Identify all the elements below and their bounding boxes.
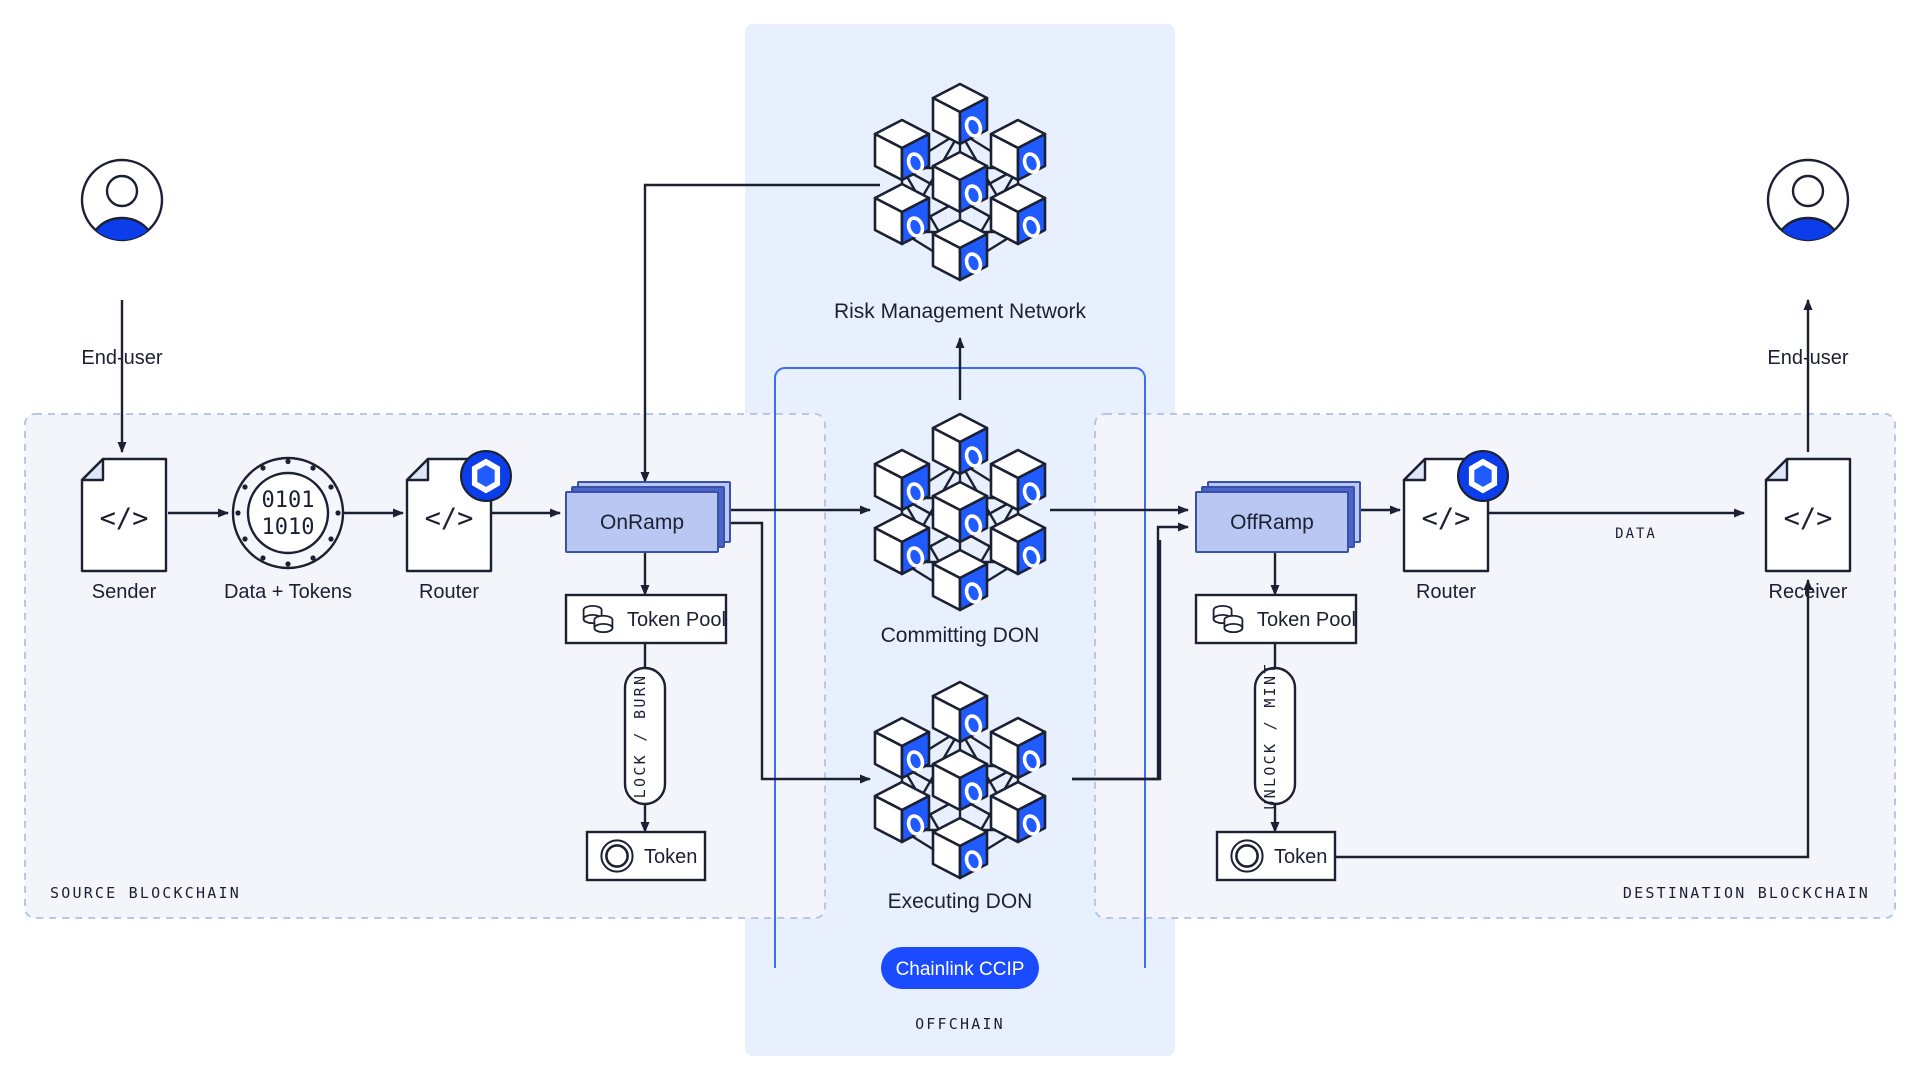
- destination-blockchain-zone-label: DESTINATION BLOCKCHAIN: [1623, 884, 1870, 902]
- node-dest-enduser: End-user: [1767, 160, 1848, 369]
- node-source-token-pool[interactable]: Token Pool: [564, 593, 728, 645]
- dest-token-pool-label: Token Pool: [1257, 609, 1356, 631]
- executing-don-label: Executing DON: [888, 890, 1033, 913]
- token-ring-icon: [1230, 839, 1264, 873]
- node-committing-don: Committing DON: [875, 414, 1045, 647]
- onramp-label: OnRamp: [600, 511, 684, 534]
- data-tokens-label: Data + Tokens: [224, 581, 352, 603]
- committing-don-label: Committing DON: [881, 624, 1040, 647]
- ccip-badge-label: Chainlink CCIP: [896, 959, 1025, 980]
- source-enduser-label: End-user: [81, 347, 162, 369]
- token-ring-icon: [600, 839, 634, 873]
- data-tokens-line2: 1010: [262, 515, 315, 540]
- receiver-code-glyph: </>: [1784, 503, 1833, 534]
- source-router-code-glyph: </>: [425, 503, 474, 534]
- lock-burn-pill-shape: [623, 666, 667, 806]
- node-source-enduser: End-user: [81, 160, 162, 369]
- edge-token-receiver: [1330, 579, 1813, 859]
- ccip-badge-shape: [881, 947, 1039, 989]
- user-avatar-icon: [1768, 160, 1848, 270]
- dest-router-code-glyph: </>: [1422, 503, 1471, 534]
- data-coin-icon: [231, 456, 345, 570]
- data-edge-label: DATA: [1615, 526, 1657, 542]
- source-token-pool-label: Token Pool: [627, 609, 726, 631]
- unlock-mint-pill-shape: [1253, 666, 1297, 806]
- node-dest-router: </> Router: [1402, 450, 1509, 603]
- onramp-stack-front: [565, 491, 719, 553]
- node-source-router: </> Router: [405, 450, 512, 603]
- user-avatar-icon: [82, 160, 162, 270]
- dest-pool-action-pill: UNLOCK / MINT: [1253, 662, 1297, 810]
- chainlink-ccip-badge[interactable]: Chainlink CCIP: [881, 947, 1039, 989]
- node-onramp[interactable]: OnRamp: [565, 481, 731, 553]
- unlock-mint-label: UNLOCK / MINT: [1261, 662, 1279, 809]
- offchain-zone-label: OFFCHAIN: [915, 1015, 1005, 1033]
- node-source-token[interactable]: Token: [585, 830, 707, 882]
- source-token-label: Token: [644, 846, 697, 868]
- node-risk-management-network: Risk Management Network: [834, 84, 1087, 323]
- edge-rmn-onramp: [640, 183, 880, 483]
- edge-offramp-executingdon: [1072, 540, 1162, 781]
- node-data-tokens: 0101 1010 Data + Tokens: [224, 456, 352, 603]
- node-dest-token[interactable]: Token: [1215, 830, 1337, 882]
- node-executing-don: Executing DON: [875, 682, 1045, 913]
- dest-token-label: Token: [1274, 846, 1327, 868]
- risk-management-network-label: Risk Management Network: [834, 300, 1087, 323]
- data-tokens-line1: 0101: [262, 488, 315, 513]
- dest-router-label: Router: [1416, 581, 1476, 603]
- sender-code-glyph: </>: [100, 503, 149, 534]
- source-token-pool-box: [564, 593, 728, 645]
- source-pool-action-pill: LOCK / BURN: [623, 666, 667, 806]
- edge-onramp-executingdon: [730, 521, 871, 784]
- node-receiver: </> Receiver: [1764, 457, 1852, 603]
- sender-label: Sender: [92, 581, 157, 603]
- dest-enduser-label: End-user: [1767, 347, 1848, 369]
- lock-burn-label: LOCK / BURN: [631, 674, 649, 799]
- node-offramp[interactable]: OffRamp: [1195, 481, 1361, 553]
- receiver-label: Receiver: [1769, 581, 1848, 603]
- source-router-label: Router: [419, 581, 479, 603]
- node-dest-token-pool[interactable]: Token Pool: [1194, 593, 1358, 645]
- offramp-stack-front: [1195, 491, 1349, 553]
- offramp-label: OffRamp: [1230, 511, 1314, 534]
- node-sender: </> Sender: [80, 457, 168, 603]
- chainlink-hex-icon: [1457, 450, 1509, 502]
- source-blockchain-zone-label: SOURCE BLOCKCHAIN: [50, 884, 241, 902]
- chainlink-hex-icon: [460, 450, 512, 502]
